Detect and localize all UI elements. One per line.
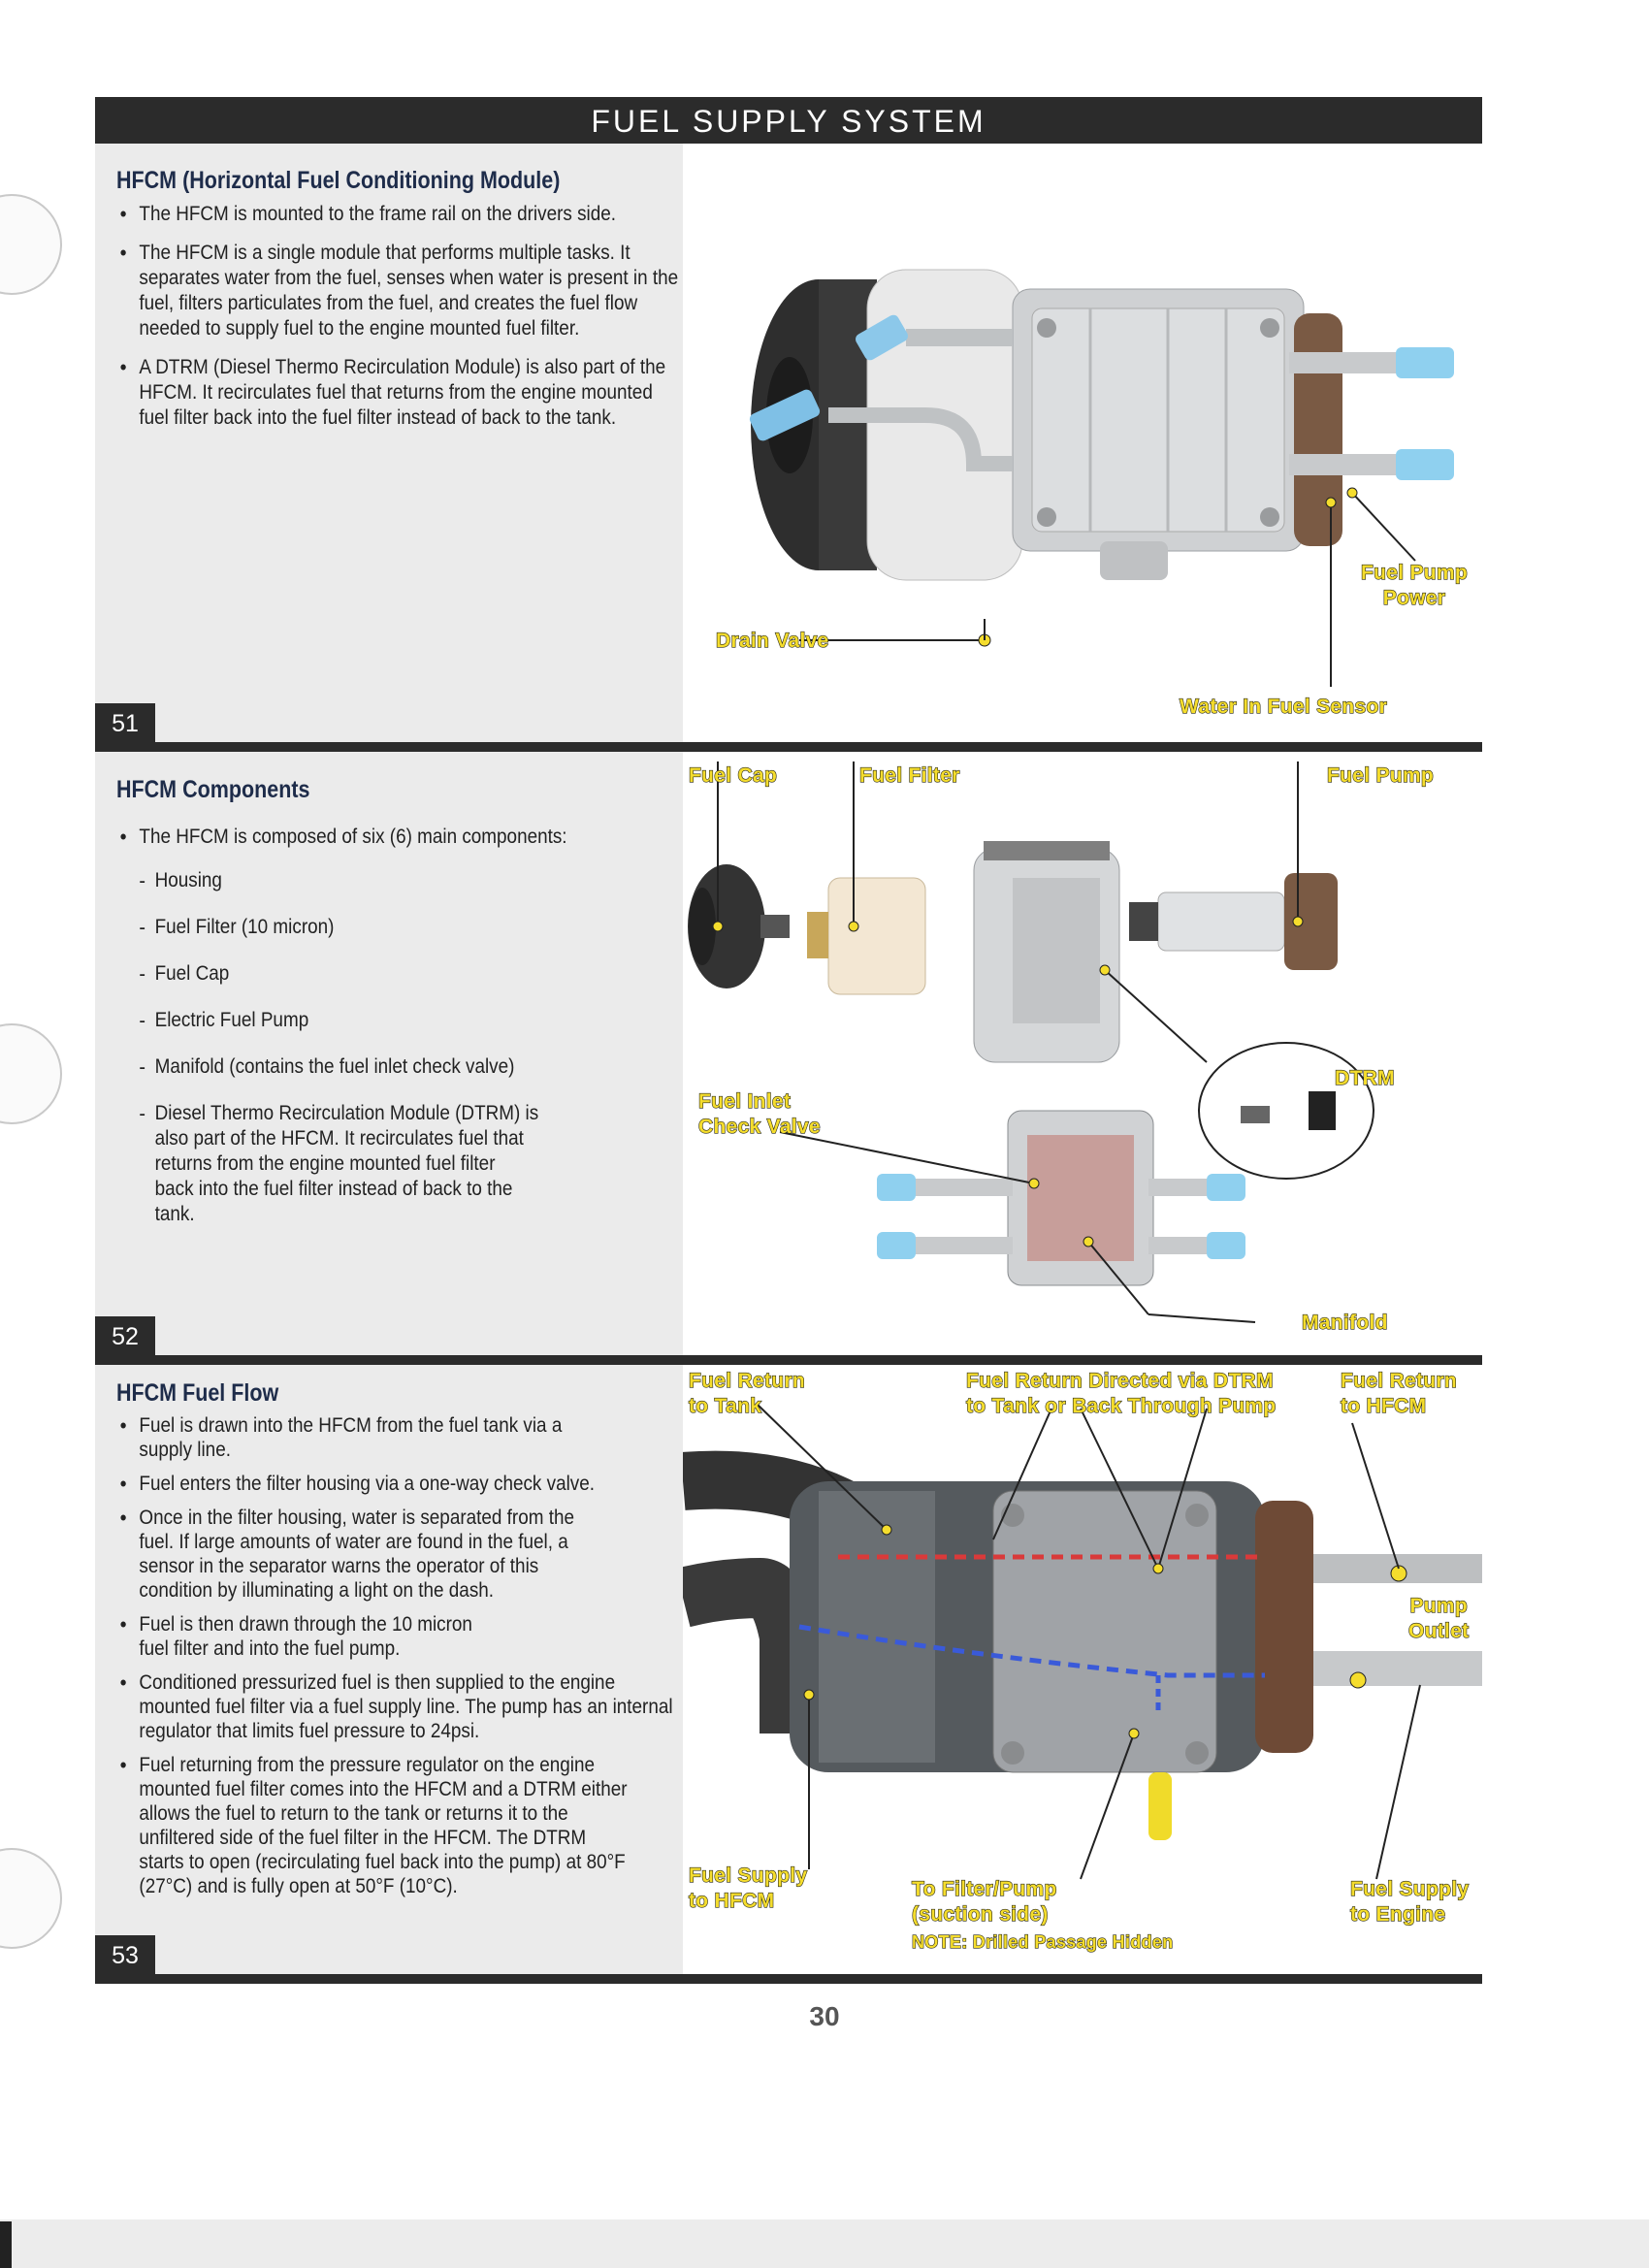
label-fuel-supply-to-engine: Fuel Supply to Engine	[1349, 1877, 1470, 1926]
bullet-item: Once in the filter housing, water is sep…	[116, 1506, 601, 1603]
label-fuel-inlet-check-valve: Fuel Inlet Check Valve	[697, 1089, 821, 1138]
list-item: Manifold (contains the fuel inlet check …	[116, 1054, 696, 1080]
list-item: Fuel Cap	[116, 961, 696, 987]
punch-hole	[0, 194, 62, 295]
punch-hole	[0, 1023, 62, 1124]
section-52: HFCM Components The HFCM is composed of …	[95, 752, 1482, 1355]
component-list: Housing Fuel Filter (10 micron) Fuel Cap…	[116, 868, 679, 1248]
label-fuel-return-directed: Fuel Return Directed via DTRM to Tank or…	[965, 1369, 1277, 1417]
section-title: HFCM (Horizontal Fuel Conditioning Modul…	[116, 167, 561, 194]
image-panel	[683, 1365, 1482, 1974]
label-fuel-return-to-hfcm: Fuel Return to HFCM	[1340, 1369, 1457, 1417]
punch-hole	[0, 1848, 62, 1949]
hfcm-photo	[749, 269, 1454, 687]
slide-number: 52	[95, 1316, 155, 1355]
list-item: Fuel Filter (10 micron)	[116, 915, 696, 940]
label-fuel-cap: Fuel Cap	[688, 763, 778, 787]
bullet-item: A DTRM (Diesel Thermo Recirculation Modu…	[116, 355, 680, 431]
bullet-item: The HFCM is mounted to the frame rail on…	[116, 202, 680, 227]
label-note: NOTE: Drilled Passage Hidden	[911, 1931, 1174, 1952]
bullet-item: The HFCM is composed of six (6) main com…	[116, 825, 680, 850]
label-water-in-fuel-sensor: Water In Fuel Sensor	[1179, 695, 1388, 718]
components-photo	[688, 761, 1374, 1323]
section-51: HFCM (Horizontal Fuel Conditioning Modul…	[95, 144, 1482, 742]
scan-margin	[0, 2219, 1649, 2268]
text-panel	[95, 752, 683, 1355]
image-panel	[683, 144, 1482, 742]
slide-number: 51	[95, 703, 155, 742]
section-divider	[95, 1355, 1482, 1365]
label-fuel-pump-power: Fuel Pump Power	[1360, 561, 1469, 609]
fuel-flow-photo	[683, 1403, 1482, 1880]
bullet-list: Fuel is drawn into the HFCM from the fue…	[116, 1413, 679, 1898]
label-drain-valve: Drain Valve	[715, 629, 829, 652]
bullet-item: The HFCM is a single module that perform…	[116, 241, 680, 341]
label-to-filter-pump: To Filter/Pump (suction side)	[911, 1877, 1057, 1926]
label-dtrm: DTRM	[1334, 1066, 1395, 1089]
label-fuel-pump: Fuel Pump	[1326, 763, 1435, 787]
bullet-item: Fuel is drawn into the HFCM from the fue…	[116, 1413, 601, 1462]
section-53: HFCM Fuel Flow Fuel is drawn into the HF…	[95, 1365, 1482, 1974]
list-item: Diesel Thermo Recirculation Module (DTRM…	[116, 1101, 539, 1227]
label-fuel-supply-to-hfcm: Fuel Supply to HFCM	[688, 1863, 808, 1912]
label-fuel-return-to-tank: Fuel Return to Tank	[688, 1369, 805, 1417]
label-fuel-filter: Fuel Filter	[858, 763, 960, 787]
page-number: 30	[809, 2001, 840, 2031]
bullet-item: Fuel returning from the pressure regulat…	[116, 1753, 628, 1898]
bullet-item: Conditioned pressurized fuel is then sup…	[116, 1670, 680, 1743]
label-pump-outlet: Pump Outlet	[1407, 1594, 1470, 1642]
slide-number: 53	[95, 1935, 155, 1974]
label-manifold: Manifold	[1301, 1311, 1388, 1334]
section-title: HFCM Fuel Flow	[116, 1379, 279, 1407]
bullet-item: Fuel is then drawn through the 10 micron…	[116, 1612, 505, 1661]
page-title: FUEL SUPPLY SYSTEM	[95, 97, 1482, 144]
section-divider	[95, 1974, 1482, 1984]
list-item: Housing	[116, 868, 696, 893]
bullet-list: The HFCM is composed of six (6) main com…	[116, 825, 679, 863]
image-panel	[683, 752, 1482, 1355]
section-divider	[95, 742, 1482, 752]
scan-edge	[0, 2221, 12, 2268]
section-title: HFCM Components	[116, 776, 310, 803]
bullet-list: The HFCM is mounted to the frame rail on…	[116, 202, 679, 444]
bullet-item: Fuel enters the filter housing via a one…	[116, 1472, 680, 1496]
list-item: Electric Fuel Pump	[116, 1008, 696, 1033]
